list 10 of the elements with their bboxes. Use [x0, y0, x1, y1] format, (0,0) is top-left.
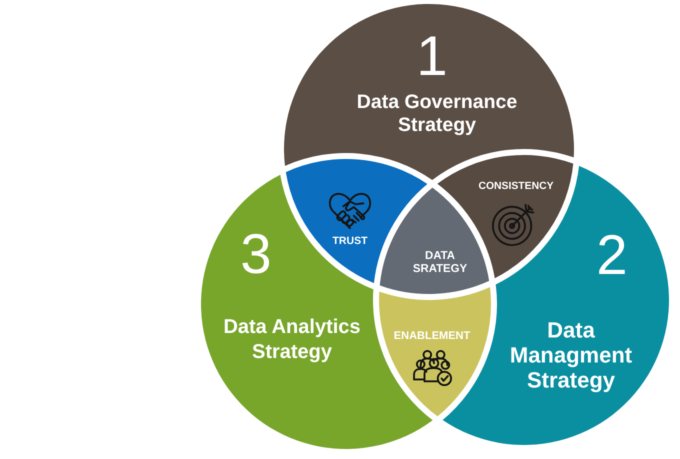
circle-title: Data Analytics Strategy [222, 315, 362, 365]
region-label: ENABLEMENT [394, 330, 470, 342]
circle-number: 3 [240, 225, 272, 283]
region-label: TRUST [332, 235, 368, 247]
circle-number: 1 [416, 27, 448, 85]
circle-title: Data Managment Strategy [508, 318, 634, 392]
circle-number: 2 [596, 226, 628, 284]
circle-title: Data Governance Strategy [356, 91, 518, 137]
region-label: DATA SRATEGY [412, 250, 468, 276]
region-label: CONSISTENCY [478, 181, 554, 193]
